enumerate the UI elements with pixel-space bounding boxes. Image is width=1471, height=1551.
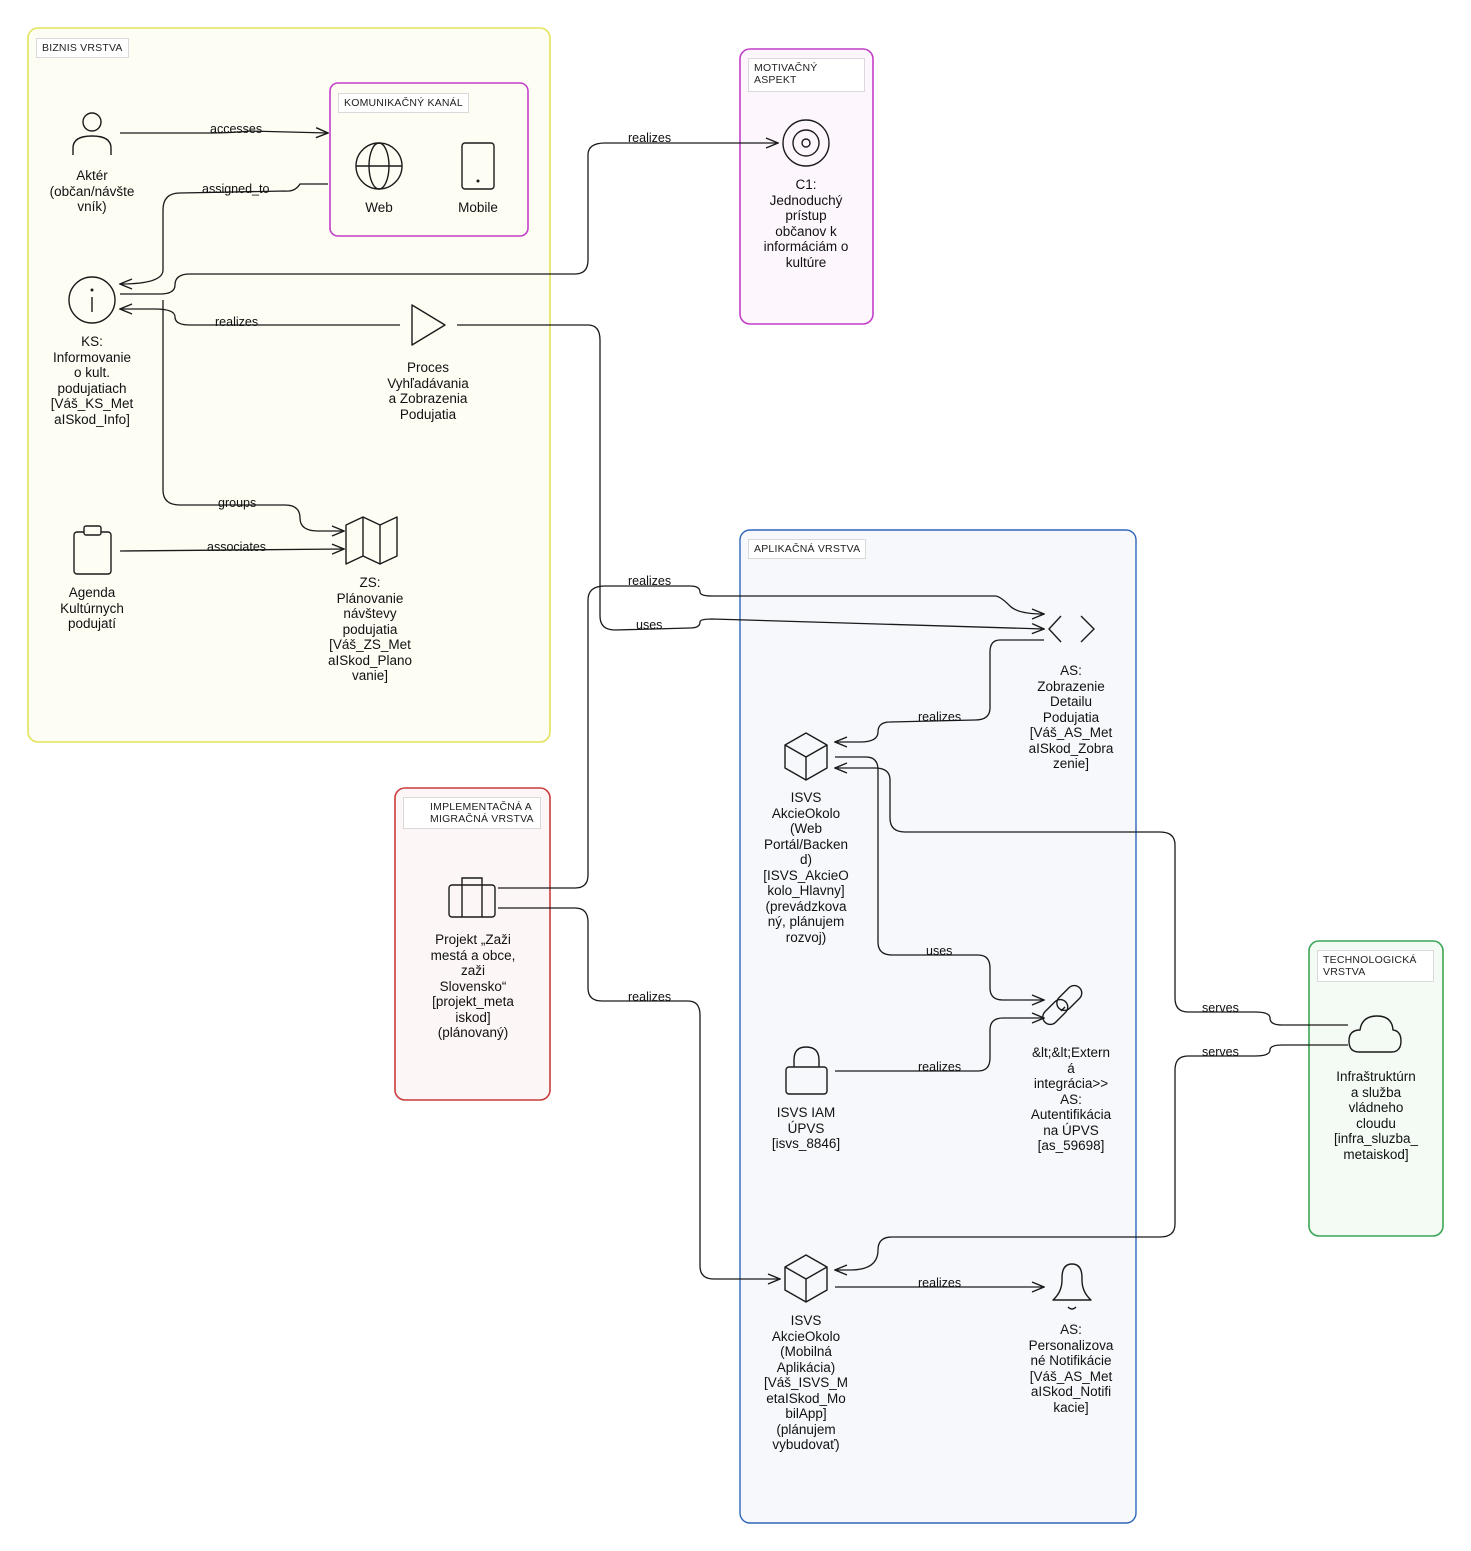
edge-realizes-project-mobile: [498, 907, 780, 1279]
edge-label-uses-process: uses: [636, 618, 663, 632]
cube-icon: [784, 1254, 828, 1303]
lock-icon: [785, 1046, 828, 1095]
zs-label: ZS: Plánovanie návštevy podujatia [Váš_Z…: [327, 575, 413, 683]
edge-realizes-isvs-as: [835, 639, 1044, 742]
actor-icon: [72, 112, 112, 155]
info-icon: [68, 276, 116, 324]
group-label-channel: KOMUNIKAČNÝ KANÁL: [338, 93, 469, 113]
mobile-label: Mobile: [458, 200, 498, 215]
edge-uses-process: [457, 324, 1044, 630]
isvs-web-label: ISVS AkcieOkolo (Web Portál/Backen d) [I…: [763, 790, 849, 945]
edge-assigned-to: [120, 183, 328, 284]
goal-label: C1: Jednoduchý prístup občanov k informá…: [763, 177, 849, 270]
group-label-motivation: MOTIVAČNÝ ASPEKT: [748, 58, 865, 92]
edge-realizes-process: [120, 309, 400, 326]
group-channel: [329, 82, 529, 237]
agenda-label: Agenda Kultúrnych podujatí: [60, 585, 124, 631]
briefcase-icon: [448, 877, 496, 918]
as-auth-label: &lt;&lt;Extern á integrácia>> AS: Autent…: [1030, 1045, 1112, 1153]
group-label-implementation: IMPLEMENTAČNÁ A MIGRAČNÁ VRSTVA: [403, 797, 541, 829]
edge-label-realizes-project-mobile: realizes: [628, 990, 672, 1004]
group-implementation: [394, 787, 551, 1101]
mobile-icon: [461, 142, 495, 190]
edge-label-realizes-project-as: realizes: [628, 574, 672, 588]
edge-label-realizes-iam: realizes: [918, 1060, 962, 1074]
cloud-icon: [1348, 1015, 1402, 1053]
edge-label-serves-mobile: serves: [1202, 1045, 1239, 1059]
iam-label: ISVS IAM ÚPVS [isvs_8846]: [771, 1105, 841, 1151]
group-label-business: BIZNIS VRSTVA: [36, 38, 129, 58]
link-icon: [1042, 984, 1083, 1026]
web-label: Web: [365, 200, 393, 215]
edge-realizes-project-as: [498, 585, 1044, 889]
actor-label: Aktér (občan/návšte vník): [49, 168, 135, 214]
edge-label-realizes-notif: realizes: [918, 1276, 962, 1290]
target-icon: [782, 119, 830, 167]
edge-label-realizes-isvs-as: realizes: [918, 710, 962, 724]
map-icon: [345, 516, 398, 565]
group-label-technology: TECHNOLOGICKÁ VRSTVA: [1317, 950, 1434, 982]
isvs-mobile-label: ISVS AkcieOkolo (Mobilná Aplikácia) [Váš…: [763, 1313, 849, 1452]
edge-label-groups: groups: [218, 496, 257, 510]
bell-icon: [1052, 1263, 1092, 1310]
infra-label: Infraštruktúrn a služba vládneho cloudu …: [1333, 1069, 1419, 1162]
cube-icon: [784, 732, 828, 781]
as-notif-label: AS: Personalizova né Notifikácie [Váš_AS…: [1028, 1322, 1114, 1415]
project-label: Projekt „Zaži mestá a obce, zaži Slovens…: [430, 932, 516, 1040]
code-icon: [1048, 615, 1095, 643]
edge-groups: [162, 300, 344, 531]
edge-uses-auth: [835, 756, 1044, 1000]
edge-label-realizes-goal: realizes: [628, 131, 672, 145]
edge-label-assigned-to: assigned_to: [202, 182, 270, 196]
clipboard-icon: [73, 525, 112, 575]
edge-realizes-goal: [120, 143, 778, 295]
edge-realizes-iam: [835, 1018, 1044, 1072]
edge-associates: [119, 549, 344, 551]
edge-label-accesses: accesses: [210, 122, 263, 136]
group-motivation: [739, 48, 874, 325]
process-icon: [411, 304, 446, 346]
edge-serves-web: [835, 768, 1348, 1026]
globe-icon: [355, 142, 403, 190]
ks-label: KS: Informovanie o kult. podujatiach [Vá…: [50, 334, 134, 427]
edge-label-uses-auth: uses: [926, 944, 953, 958]
edge-label-realizes-process: realizes: [215, 315, 259, 329]
group-technology: [1308, 940, 1444, 1237]
process-label: Proces Vyhľadávania a Zobrazenia Podujat…: [387, 360, 469, 422]
as-detail-label: AS: Zobrazenie Detailu Podujatia [Váš_AS…: [1028, 663, 1114, 771]
edge-serves-mobile: [835, 1044, 1348, 1270]
group-label-application: APLIKAČNÁ VRSTVA: [748, 539, 867, 559]
edge-label-associates: associates: [207, 540, 267, 554]
edge-accesses: [120, 131, 328, 133]
edge-label-serves-web: serves: [1202, 1001, 1239, 1015]
